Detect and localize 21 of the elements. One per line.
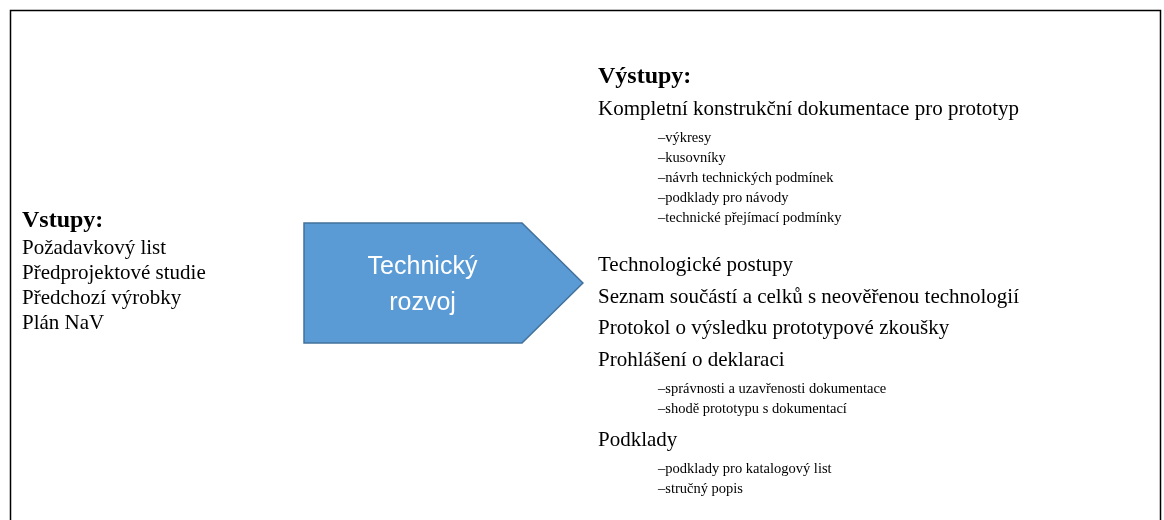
sub-item: –technické přejímací podmínky (658, 210, 842, 227)
sub-item: –stručný popis (658, 481, 743, 498)
sub-item: –podklady pro katalogový list (658, 461, 832, 478)
sub-item: –správnosti a uzavřenosti dokumentace (658, 381, 887, 398)
list-item: Předprojektové studie (22, 261, 206, 285)
sub-item: –podklady pro návody (658, 190, 789, 207)
sub-item: –výkresy (658, 130, 712, 147)
list-item: Předchozí výrobky (22, 286, 182, 310)
process-label: Technický rozvoj (366, 249, 479, 317)
list-item: Technologické postupy (598, 253, 794, 277)
list-item: Prohlášení o deklaraci (598, 348, 785, 372)
heading: Výstupy: (598, 61, 692, 88)
list-item: Požadavkový list (22, 236, 167, 260)
list-item: Protokol o výsledku prototypové zkoušky (598, 316, 950, 340)
sub-item: –kusovníky (658, 150, 726, 167)
sub-item: –návrh technických podmínek (658, 170, 834, 187)
heading: Vstupy: (22, 205, 104, 232)
sub-item: –shodě prototypu s dokumentací (658, 401, 847, 418)
list-item: Podklady (598, 428, 678, 452)
list-item: Kompletní konstrukční dokumentace pro prototyp (598, 97, 1020, 121)
list-item: Plán NaV (22, 311, 105, 335)
